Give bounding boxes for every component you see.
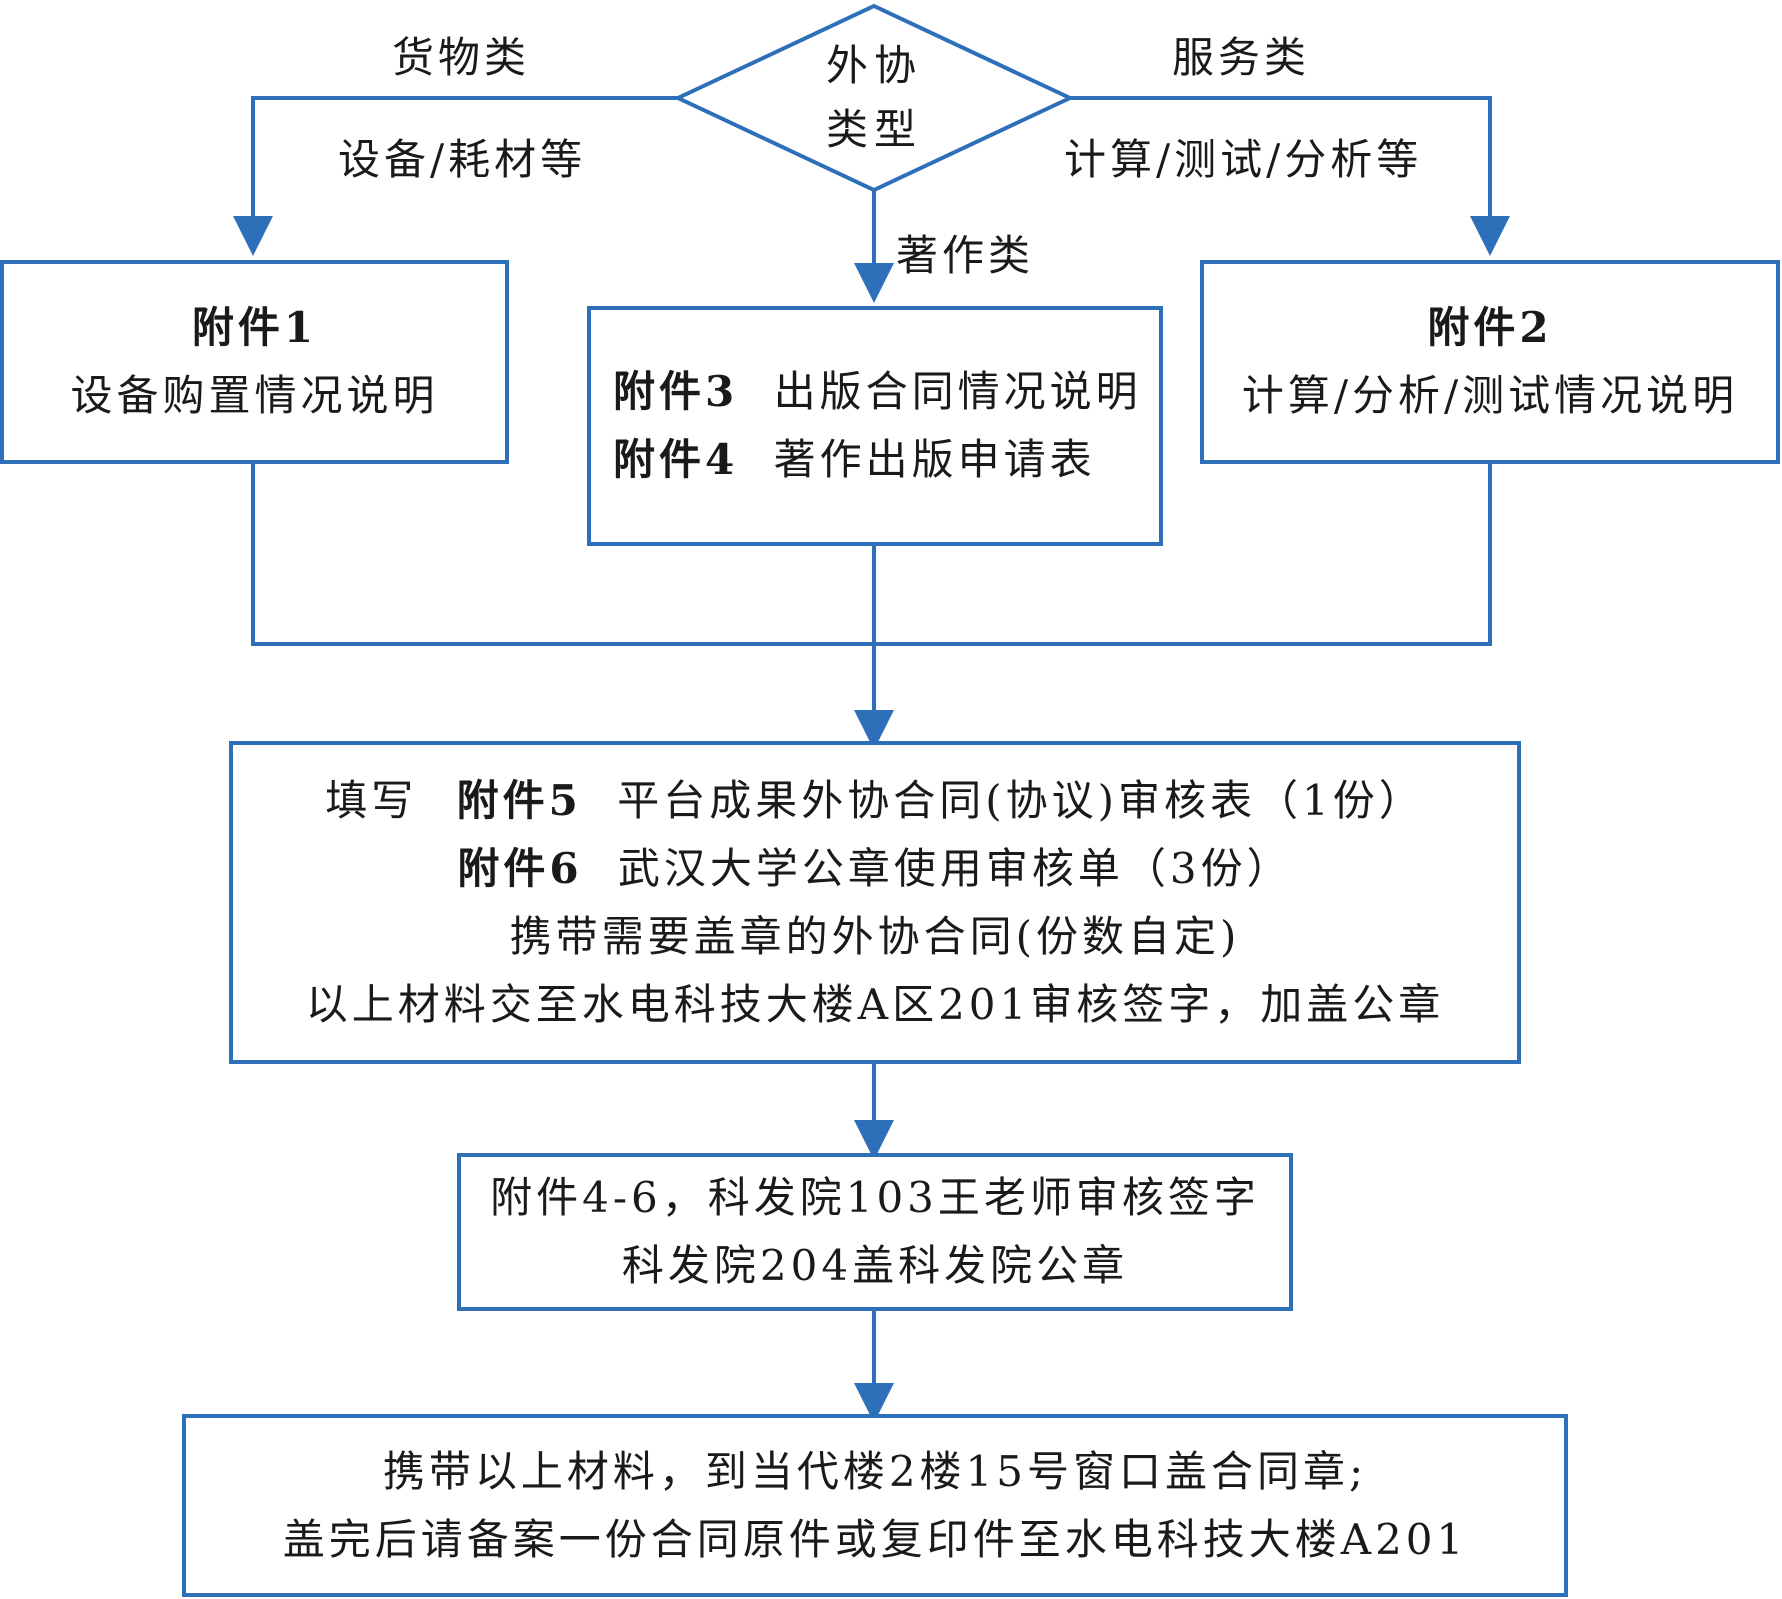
attachment-6-text: 武汉大学公章使用审核单（3份） [617,843,1293,893]
merge-left [251,461,1492,646]
fill-line-4: 以上材料交至水电科技大楼A区201审核签字，加盖公章 [305,979,1445,1029]
final-line-1: 携带以上材料，到当代楼2楼15号窗口盖合同章; [382,1446,1368,1496]
attachment-1-title: 附件1 [191,303,318,352]
attachment-5-tag: 附件5 [456,775,582,825]
attachment-4-tag: 附件4 [613,435,739,484]
attachment-1-box: 附件1 设备购置情况说明 [0,260,509,464]
fill-forms-box: 填写 附件5 平台成果外协合同(协议)审核表（1份） 附件6 武汉大学公章使用审… [229,741,1521,1064]
fill-line-2: 附件6 武汉大学公章使用审核单（3份） [457,835,1292,903]
goods-label: 货物类 [392,33,531,82]
attachment-1-desc: 设备购置情况说明 [70,371,439,420]
attachment-2-box: 附件2 计算/分析/测试情况说明 [1200,260,1780,464]
attachment-3-tag: 附件3 [613,367,739,416]
decision-line-1: 外协 [825,41,922,90]
decision-label: 外协 类型 [794,34,954,162]
goods-connector [233,96,678,256]
service-sub-label: 计算/测试/分析等 [1064,135,1423,184]
attachment-6-tag: 附件6 [457,843,583,893]
review-line-2: 科发院204盖科发院公章 [621,1241,1129,1290]
attachment-3-line: 附件3 出版合同情况说明 [613,358,1142,426]
attachment-4-text: 著作出版申请表 [773,435,1096,484]
service-label: 服务类 [1172,33,1311,82]
attachment-5-text: 平台成果外协合同(协议)审核表（1份） [617,775,1425,825]
review-box: 附件4-6，科发院103王老师审核签字 科发院204盖科发院公章 [457,1153,1293,1311]
attachment-2-title: 附件2 [1427,303,1553,352]
fill-line-3: 携带需要盖章的外协合同(份数自定) [509,911,1241,961]
attachment-3-4-box: 附件3 出版合同情况说明 附件4 著作出版申请表 [587,306,1163,546]
attachment-3-text: 出版合同情况说明 [773,367,1142,416]
fill-prefix: 填写 [325,775,418,825]
review-line-1: 附件4-6，科发院103王老师审核签字 [490,1173,1260,1222]
final-line-2: 盖完后请备案一份合同原件或复印件至水电科技大楼A201 [282,1514,1468,1564]
final-box: 携带以上材料，到当代楼2楼15号窗口盖合同章; 盖完后请备案一份合同原件或复印件… [182,1414,1568,1597]
fill-line-1: 填写 附件5 平台成果外协合同(协议)审核表（1份） [325,767,1424,835]
attachment-2-desc: 计算/分析/测试情况说明 [1241,371,1739,420]
attachment-4-line: 附件4 著作出版申请表 [613,426,1096,494]
works-label: 著作类 [896,231,1035,280]
decision-line-2: 类型 [825,105,922,154]
service-connector [1070,96,1510,256]
goods-sub-label: 设备/耗材等 [338,135,587,184]
